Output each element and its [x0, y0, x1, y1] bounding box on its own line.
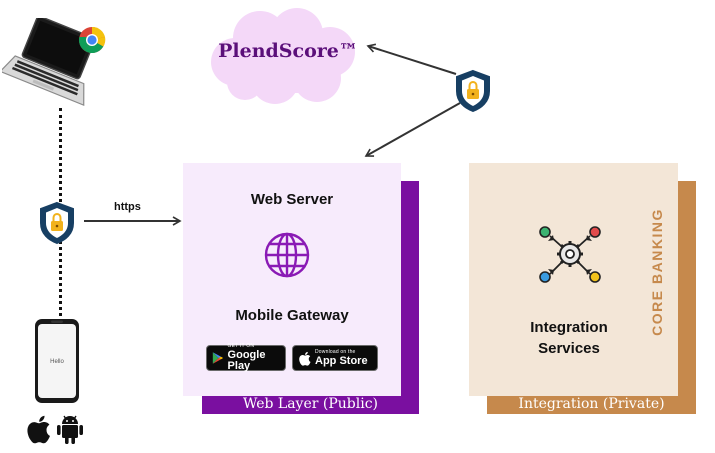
google-play-small-text: GET IT ON — [227, 343, 255, 349]
web-server-label: Web Server — [250, 191, 334, 208]
https-label: https — [114, 201, 141, 213]
cloud-shape — [211, 8, 355, 104]
google-play-icon — [212, 352, 224, 364]
plendscore-label: PlendScore™ — [218, 40, 358, 62]
app-store-big-text: App Store — [315, 354, 368, 367]
globe-icon — [264, 232, 310, 278]
mobile-gateway-label: Mobile Gateway — [235, 307, 349, 324]
shield-lock-icon — [40, 201, 74, 245]
shield-to-cloud-arrow — [366, 43, 457, 75]
shield-lock-icon — [456, 69, 490, 113]
integration-services-label: Integration Services — [530, 319, 608, 357]
laptop-icon — [2, 18, 96, 107]
google-play-big-text: Google Play — [227, 349, 266, 372]
gear-network-icon — [539, 226, 601, 283]
app-store-small-text: Download on the — [315, 348, 356, 355]
core-banking-label: CORE BANKING — [649, 208, 665, 336]
chrome-icon — [78, 26, 106, 54]
google-play-button[interactable]: GET IT ON Google Play — [206, 343, 286, 372]
integration-caption: Integration (Private) — [518, 396, 665, 412]
phone-icon: Hello — [35, 319, 79, 403]
shield-to-web-arrow — [364, 102, 461, 157]
apple-icon — [27, 415, 50, 444]
apple-icon — [299, 351, 311, 366]
integration-panel — [469, 163, 678, 396]
web-layer-caption: Web Layer (Public) — [242, 396, 379, 412]
android-icon — [57, 415, 83, 444]
app-store-button[interactable]: Download on the App Store — [292, 345, 378, 371]
phone-screen-text: Hello — [50, 359, 64, 365]
